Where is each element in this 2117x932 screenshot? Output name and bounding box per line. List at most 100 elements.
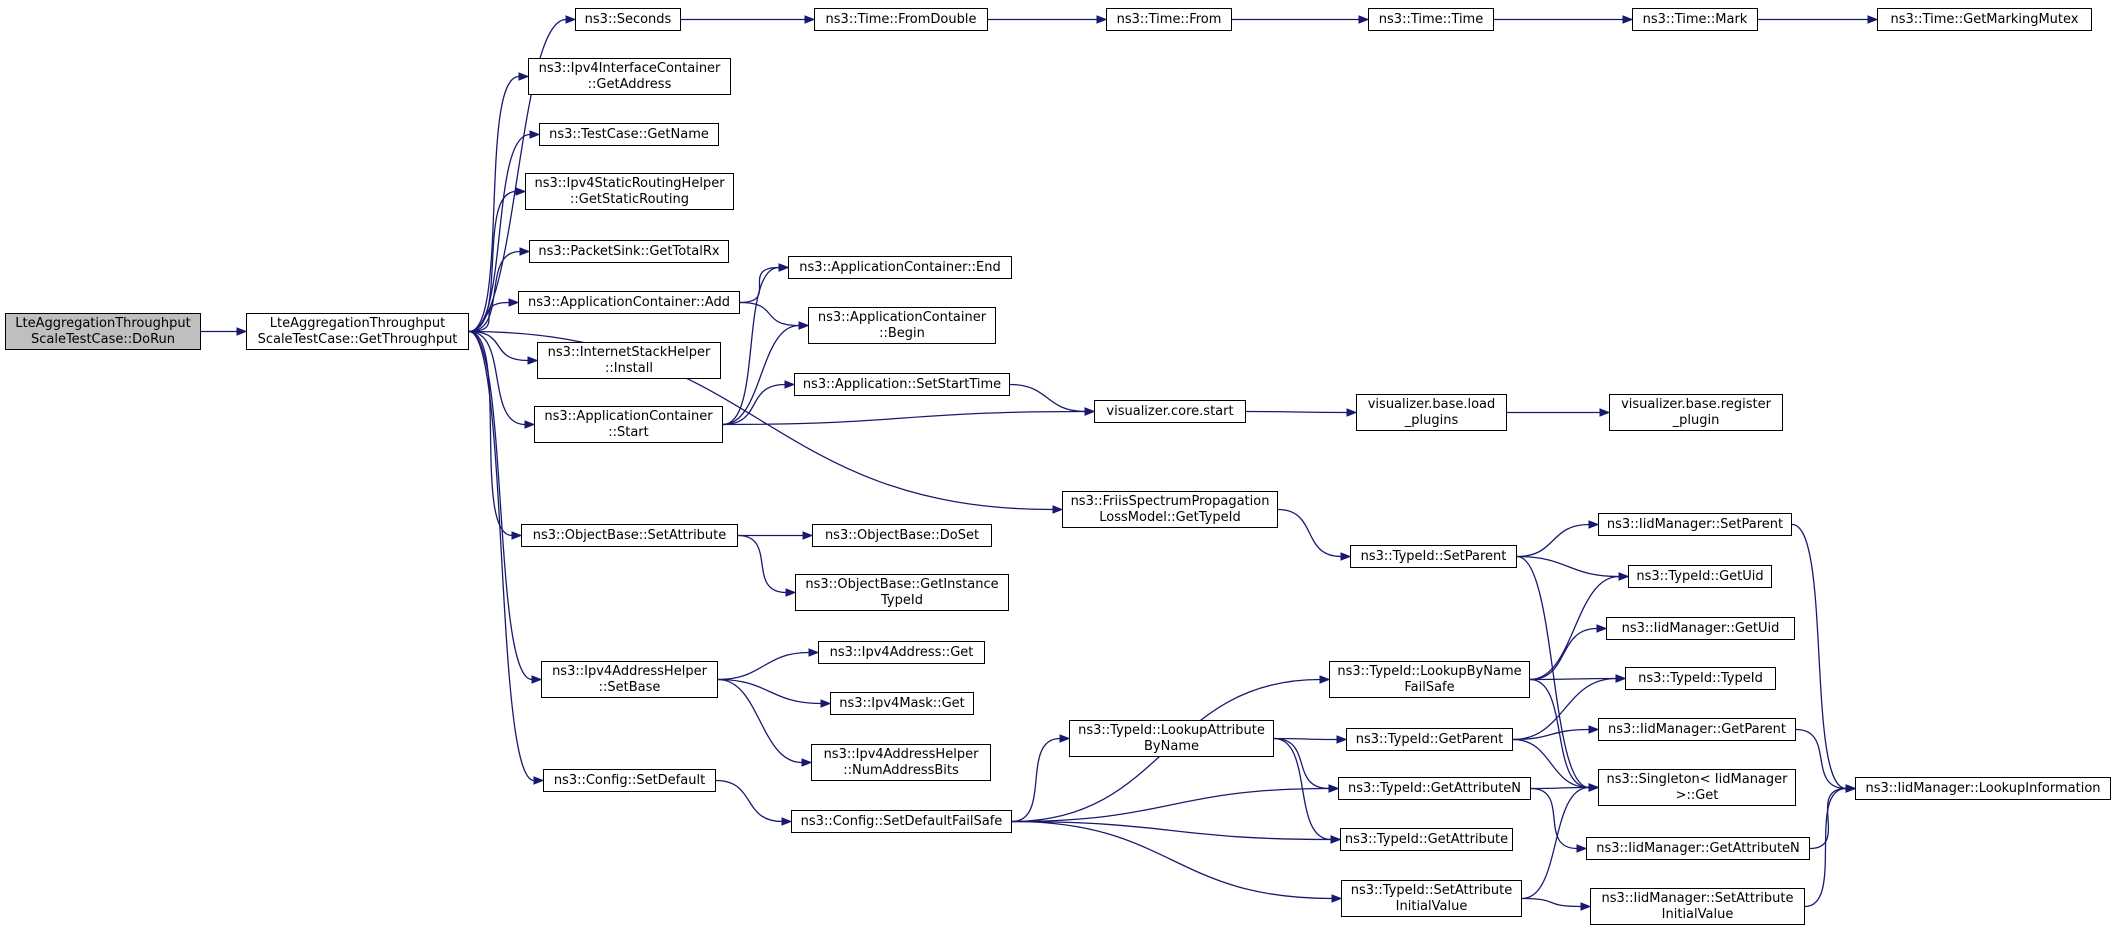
node-label-line: ns3::TypeId::SetParent [1360, 548, 1507, 564]
node-label-line: ns3::Time::GetMarkingMutex [1890, 11, 2079, 27]
edge-getThroughput-to-install [468, 330, 529, 362]
node-test-case-get-name[interactable]: ns3::TestCase::GetName [539, 123, 719, 146]
edge-lookupAttributeByName-to-getAttributeN [1273, 737, 1330, 790]
node-viz-start[interactable]: visualizer.core.start [1094, 400, 1246, 423]
node-ipv4-if-get-address[interactable]: ns3::Ipv4InterfaceContainer::GetAddress [528, 58, 731, 95]
node-num-address-bits[interactable]: ns3::Ipv4AddressHelper::NumAddressBits [811, 744, 991, 781]
edge-arrowhead [1336, 735, 1348, 744]
edge-iidSetParent-to-lookupInformation [1791, 523, 1847, 790]
node-get-total-rx[interactable]: ns3::PacketSink::GetTotalRx [529, 240, 729, 263]
node-set-start-time[interactable]: ns3::Application::SetStartTime [794, 373, 1010, 396]
node-label-line: ns3::TestCase::GetName [549, 126, 709, 142]
edge-arrowhead [565, 15, 577, 24]
node-app-end[interactable]: ns3::ApplicationContainer::End [788, 256, 1012, 279]
node-get-attribute[interactable]: ns3::TypeId::GetAttribute [1340, 828, 1513, 851]
node-register-plugin[interactable]: visualizer.base.register_plugin [1609, 394, 1783, 431]
edge-typeIdSetParent-to-iidSetParent [1516, 523, 1590, 558]
edge-configSetDefaultFailSafe-to-getAttribute [1011, 820, 1332, 841]
node-label-line: ns3::Time::From [1116, 11, 1222, 27]
node-label-line: ns3::Singleton< IidManager [1606, 771, 1788, 787]
node-singleton-get[interactable]: ns3::Singleton< IidManager >::Get [1598, 769, 1796, 806]
node-label-line: ns3::Config::SetDefaultFailSafe [800, 813, 1003, 829]
node-ipv4-mask-get[interactable]: ns3::Ipv4Mask::Get [830, 692, 974, 715]
node-ipv4-address-get[interactable]: ns3::Ipv4Address::Get [818, 641, 985, 664]
node-label-line: visualizer.base.register [1621, 396, 1771, 412]
node-ipv4-addr-helper-set-base[interactable]: ns3::Ipv4AddressHelper::SetBase [541, 661, 718, 698]
edge-arrowhead [511, 531, 523, 540]
node-type-id-get-parent[interactable]: ns3::TypeId::GetParent [1346, 728, 1513, 751]
edge-setAttributeInitialValue-to-iidSetAttributeInitialValue [1521, 897, 1582, 908]
node-lookup-information[interactable]: ns3::IidManager::LookupInformation [1855, 777, 2111, 800]
edge-arrowhead [802, 531, 814, 540]
edge-arrowhead [533, 776, 545, 785]
node-mark[interactable]: ns3::Time::Mark [1632, 8, 1758, 31]
node-label-line: ns3::Application::SetStartTime [802, 376, 1002, 392]
node-label-line: ns3::ApplicationContainer [817, 309, 987, 325]
node-config-set-default[interactable]: ns3::Config::SetDefault [543, 769, 716, 792]
node-do-set[interactable]: ns3::ObjectBase::DoSet [812, 524, 992, 547]
node-from[interactable]: ns3::Time::From [1106, 8, 1232, 31]
node-seconds[interactable]: ns3::Seconds [575, 8, 681, 31]
edge-getThroughput-to-configSetDefault [468, 330, 535, 782]
edge-arrowhead [808, 648, 820, 657]
node-get-static-routing[interactable]: ns3::Ipv4StaticRoutingHelper::GetStaticR… [525, 173, 734, 210]
node-label-line: ns3::Config::SetDefault [553, 772, 706, 788]
node-install[interactable]: ns3::InternetStackHelper::Install [537, 342, 721, 379]
edge-lookupAttributeByName-to-getAttribute [1273, 737, 1332, 841]
node-set-attribute[interactable]: ns3::ObjectBase::SetAttribute [521, 524, 738, 547]
node-label-line: ::Start [608, 424, 649, 440]
node-type-id-set-parent[interactable]: ns3::TypeId::SetParent [1350, 545, 1517, 568]
edge-arrowhead [1588, 520, 1600, 529]
edge-arrowhead [1340, 552, 1352, 561]
edge-arrowhead [1328, 784, 1340, 793]
node-label-line: ns3::TypeId::LookupAttribute [1078, 722, 1265, 738]
node-load-plugins[interactable]: visualizer.base.load_plugins [1356, 394, 1507, 431]
edge-arrowhead [1330, 835, 1342, 844]
node-app-start[interactable]: ns3::ApplicationContainer::Start [534, 406, 723, 443]
node-label-line: ns3::Ipv4AddressHelper [552, 663, 707, 679]
edge-iidGetParent-to-lookupInformation [1795, 728, 1847, 790]
node-time[interactable]: ns3::Time::Time [1368, 8, 1494, 31]
node-label-line: ns3::ObjectBase::SetAttribute [532, 527, 727, 543]
edge-appStart-to-appEnd [722, 266, 780, 426]
edge-arrowhead [519, 247, 531, 256]
edge-arrowhead [524, 420, 536, 429]
edge-iidGetAttributeN-to-lookupInformation [1809, 787, 1847, 850]
node-iid-get-parent[interactable]: ns3::IidManager::GetParent [1598, 718, 1796, 741]
node-config-set-default-fail-safe[interactable]: ns3::Config::SetDefaultFailSafe [791, 810, 1012, 833]
node-label-line: ns3::Seconds [584, 11, 672, 27]
node-label-line: ns3::TypeId::SetAttribute [1350, 882, 1513, 898]
node-iid-set-parent[interactable]: ns3::IidManager::SetParent [1598, 513, 1792, 536]
node-label-line: ns3::PacketSink::GetTotalRx [538, 243, 720, 259]
node-label-line: _plugin [1672, 412, 1720, 428]
node-get-attribute-n[interactable]: ns3::TypeId::GetAttributeN [1338, 777, 1531, 800]
node-from-double[interactable]: ns3::Time::FromDouble [814, 8, 988, 31]
node-type-id-get-uid[interactable]: ns3::TypeId::GetUid [1628, 565, 1772, 588]
node-label-line: ns3::IidManager::GetParent [1607, 721, 1787, 737]
node-iid-get-attribute-n[interactable]: ns3::IidManager::GetAttributeN [1586, 837, 1810, 860]
node-label-line: ns3::Ipv4StaticRoutingHelper [534, 175, 725, 191]
edge-lookupByNameFailSafe-to-singletonGet [1529, 678, 1590, 789]
edge-arrowhead [1346, 408, 1358, 417]
node-app-begin[interactable]: ns3::ApplicationContainer::Begin [808, 307, 996, 344]
node-label-line: ns3::ObjectBase::GetInstance [805, 576, 999, 592]
edge-friisGetTypeId-to-typeIdSetParent [1277, 508, 1342, 558]
edge-arrowhead [1596, 624, 1608, 633]
node-app-add[interactable]: ns3::ApplicationContainer::Add [518, 291, 740, 314]
node-type-id-type-id[interactable]: ns3::TypeId::TypeId [1625, 667, 1776, 690]
edge-appStart-to-appBegin [722, 324, 800, 426]
node-label-line: ns3::Time::FromDouble [825, 11, 977, 27]
edge-arrowhead [1618, 572, 1630, 581]
node-iid-get-uid[interactable]: ns3::IidManager::GetUid [1606, 617, 1795, 640]
node-label-line: ns3::IidManager::SetAttribute [1601, 890, 1794, 906]
node-get-marking-mutex[interactable]: ns3::Time::GetMarkingMutex [1877, 8, 2092, 31]
edge-typeIdSetParent-to-singletonGet [1516, 555, 1590, 789]
